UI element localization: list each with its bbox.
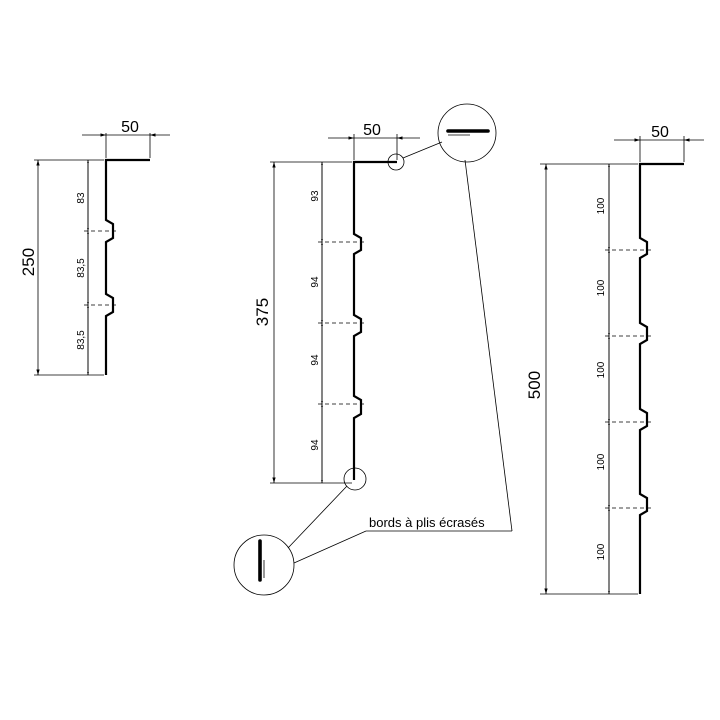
callout-label: bords à plis écrasés: [369, 515, 485, 530]
dim-seg-100-a: 100: [596, 197, 607, 214]
dim-width-50-middle: 50: [363, 122, 381, 139]
detail-view-bottom: [233, 534, 295, 596]
dim-height-375: 375: [253, 298, 272, 326]
dim-seg-94-c: 94: [310, 439, 321, 451]
profile-500: [638, 162, 684, 594]
dim-width-50-right: 50: [651, 124, 669, 141]
profile-375: [352, 160, 397, 480]
dim-height-250: 250: [19, 248, 38, 276]
dim-seg-100-c: 100: [596, 361, 607, 378]
dim-seg-83: 83: [76, 192, 87, 204]
dim-seg-93: 93: [310, 190, 321, 202]
dim-seg-100-b: 100: [596, 279, 607, 296]
panel-375: 50 375 93 94 94 94: [233, 103, 513, 596]
dim-height-500: 500: [525, 371, 544, 399]
dim-seg-100-d: 100: [596, 453, 607, 470]
detail-marker-bottom: [343, 467, 367, 491]
detail-marker-top: [387, 153, 405, 171]
panel-250: 50 250 83 83,5 83,5: [19, 119, 170, 376]
dim-seg-83-5-b: 83,5: [76, 330, 87, 350]
dim-seg-100-e: 100: [596, 543, 607, 560]
profile-250: [104, 158, 150, 375]
detail-view-top: [437, 103, 497, 163]
dim-width-50-left: 50: [121, 119, 139, 136]
dim-seg-94-b: 94: [310, 354, 321, 366]
dim-seg-94-a: 94: [310, 276, 321, 288]
dim-seg-83-5-a: 83,5: [76, 258, 87, 278]
panel-500: 50 500 100 100 100 100 100: [525, 124, 704, 595]
